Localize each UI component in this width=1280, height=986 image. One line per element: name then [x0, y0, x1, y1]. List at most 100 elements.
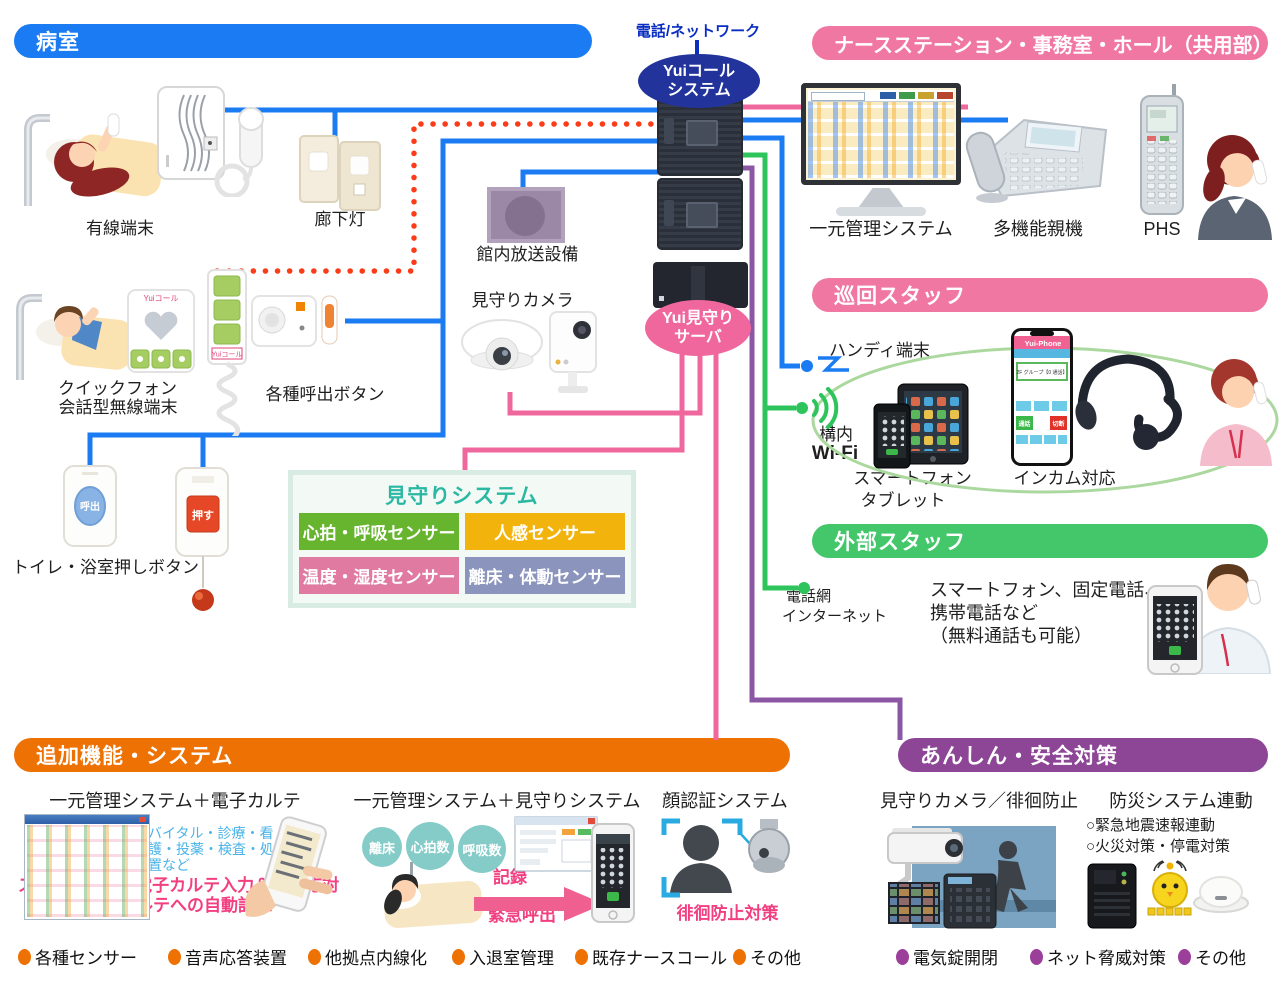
label-disaster-note-1: ○緊急地震速報連動: [1086, 817, 1216, 834]
external-staff-man-illustration: [1186, 564, 1272, 674]
green-network-lines: [742, 152, 798, 591]
bed-patient-man-illustration: [16, 294, 132, 380]
external-iphone-illustration: [1147, 585, 1203, 675]
tablet-illustration: [897, 383, 969, 465]
label-incom: インカム対応: [1013, 469, 1116, 488]
network-label: 電話/ネットワーク: [635, 23, 761, 40]
label-record: 記録: [493, 868, 527, 887]
wifi-node-dot: [796, 402, 808, 414]
security-camera-scene-illustration: [887, 826, 1056, 929]
label-management-system: 一元管理システム: [809, 219, 953, 239]
svg-text:Yui-Phone: Yui-Phone: [1025, 339, 1062, 348]
record-smartphone-illustration: [591, 823, 635, 923]
label-campus-wifi-1: 構内: [819, 425, 853, 444]
watch-system-title: 見守りシステム: [385, 485, 539, 508]
label-phone-network: 電話網: [786, 588, 832, 605]
svg-text:押す: 押す: [192, 508, 214, 522]
section-header-external-staff: 外部スタッフ: [812, 524, 1268, 558]
monitored-patient-illustration: [379, 862, 483, 929]
call-system-unit-bottom: [657, 178, 743, 250]
bubble-breath-rate: 呼吸数: [458, 825, 506, 873]
bubble-heart-rate: 心拍数: [406, 822, 454, 870]
label-additional-col1-title: 一元管理システム＋電子カルテ: [49, 791, 301, 811]
svg-text:切断: 切断: [1052, 420, 1064, 428]
watch-server-line1: Yui見守り: [661, 310, 734, 327]
label-ehr-note-1: バイタル・診療・看: [148, 825, 274, 841]
section-header-patrol-staff: 巡回スタッフ: [812, 278, 1268, 312]
section-header-additional: 追加機能・システム: [14, 738, 790, 772]
handy-node-dot: [801, 360, 813, 372]
record-app-window-illustration: [514, 816, 598, 872]
wifi-icon: [812, 387, 839, 429]
sensor-tag-temp: 温度・湿度センサー: [299, 557, 459, 594]
phone-net-node-dot: [798, 582, 810, 594]
label-quickphone-2: 会話型無線端末: [58, 398, 178, 417]
svg-text:通話: 通話: [1018, 420, 1030, 428]
bullet-electric-lock: 電気錠開閉: [896, 944, 998, 969]
hand-smartphone-illustration: [244, 816, 333, 917]
patrol-nurse-illustration: [1200, 359, 1272, 466]
bullet-sensors: 各種センサー: [18, 944, 137, 969]
label-watch-camera: 見守りカメラ: [471, 291, 574, 310]
label-external-desc-1: スマートフォン、固定電話、: [930, 580, 1163, 600]
label-internet: インターネット: [782, 608, 888, 625]
toilet-button-push-illustration: 押す: [175, 467, 229, 611]
watch-system-box: 見守りシステム 心拍・呼吸センサー 人感センサー 温度・湿度センサー 離床・体動…: [288, 470, 636, 608]
section-header-hospital-room: 病室: [14, 24, 592, 58]
svg-text:Yuiコール: Yuiコール: [143, 294, 178, 303]
bed-patient-woman-illustration: [24, 113, 164, 206]
label-ehr-note-2: 護・投薬・検査・処: [148, 841, 274, 857]
label-broadcast: 館内放送設備: [476, 245, 579, 264]
sensor-tag-bed: 離床・体動センサー: [465, 557, 625, 594]
sensor-tag-motion: 人感センサー: [465, 513, 625, 550]
broadcast-speaker-illustration: [487, 187, 565, 243]
bullet-other-additional: その他: [733, 944, 801, 969]
label-call-buttons: 各種呼出ボタン: [265, 385, 385, 404]
label-wandering-caption: 徘徊防止対策: [676, 904, 779, 923]
yui-watch-server-node: Yui見守り サーバ: [645, 300, 751, 356]
section-header-nurse-station: ナースステーション・事務室・ホール（共用部）: [812, 26, 1273, 60]
section-header-safety: あんしん・安全対策: [898, 738, 1268, 772]
label-disaster-note-2: ○火災対策・停電対策: [1086, 838, 1231, 855]
red-dotted-wireless-line: [214, 121, 659, 274]
label-toilet-buttons: トイレ・浴室押しボタン: [12, 558, 199, 577]
label-external-desc-3: （無料通話も可能）: [930, 626, 1092, 646]
label-external-desc-2: 携帯電話など: [930, 603, 1038, 623]
watch-server-line2: サーバ: [674, 329, 722, 346]
call-system-unit-top: [657, 96, 743, 176]
label-face-auth-title: 顔認証システム: [662, 791, 788, 811]
smartphone-illustration: [873, 403, 911, 469]
corridor-light-illustration: [299, 135, 381, 211]
wall-handset-illustration: Yuiコール: [207, 269, 247, 436]
purple-safety-line: [742, 165, 903, 740]
bone-conduction-headset-illustration: [1075, 354, 1182, 450]
label-disaster-title: 防災システム連動: [1109, 791, 1253, 811]
wired-terminal-illustration: [157, 86, 264, 197]
multifunction-phone-illustration: [965, 118, 1108, 203]
blue-wired-lines: [87, 107, 1008, 470]
toilet-button-call-illustration: 呼出: [63, 465, 117, 547]
earthquake-mascot-illustration: [1147, 860, 1192, 916]
svg-text:Yuiコール: Yuiコール: [212, 351, 243, 359]
phs-handset-illustration: [1140, 84, 1184, 215]
record-arrow: [474, 887, 604, 921]
label-phs: PHS: [1143, 219, 1181, 239]
operator-woman-illustration: [1198, 135, 1272, 240]
ehr-monitor-screenshot: [24, 814, 150, 920]
label-tablet: タブレット: [860, 491, 946, 510]
yui-phone-app-illustration: Yui-Phone 2F グループ【0 通話】 通話 切断: [1011, 328, 1073, 466]
bullet-other-safety: その他: [1178, 944, 1246, 969]
sensor-tag-heart: 心拍・呼吸センサー: [299, 513, 459, 550]
bullet-branch-extension: 他拠点内線化: [308, 944, 427, 969]
face-auth-illustration: [661, 818, 790, 898]
label-quickphone-1: クイックフォン: [58, 379, 177, 398]
bullet-net-threat: ネット脅威対策: [1030, 944, 1166, 969]
yui-call-line1: Yuiコール: [662, 63, 735, 80]
label-ehr-note-3: 置など: [148, 857, 190, 873]
label-corridor-light: 廊下灯: [314, 210, 366, 229]
label-multifunction-phone: 多機能親機: [993, 219, 1083, 239]
bullet-entry-management: 入退室管理: [452, 944, 554, 969]
ups-illustration: [1087, 863, 1137, 929]
